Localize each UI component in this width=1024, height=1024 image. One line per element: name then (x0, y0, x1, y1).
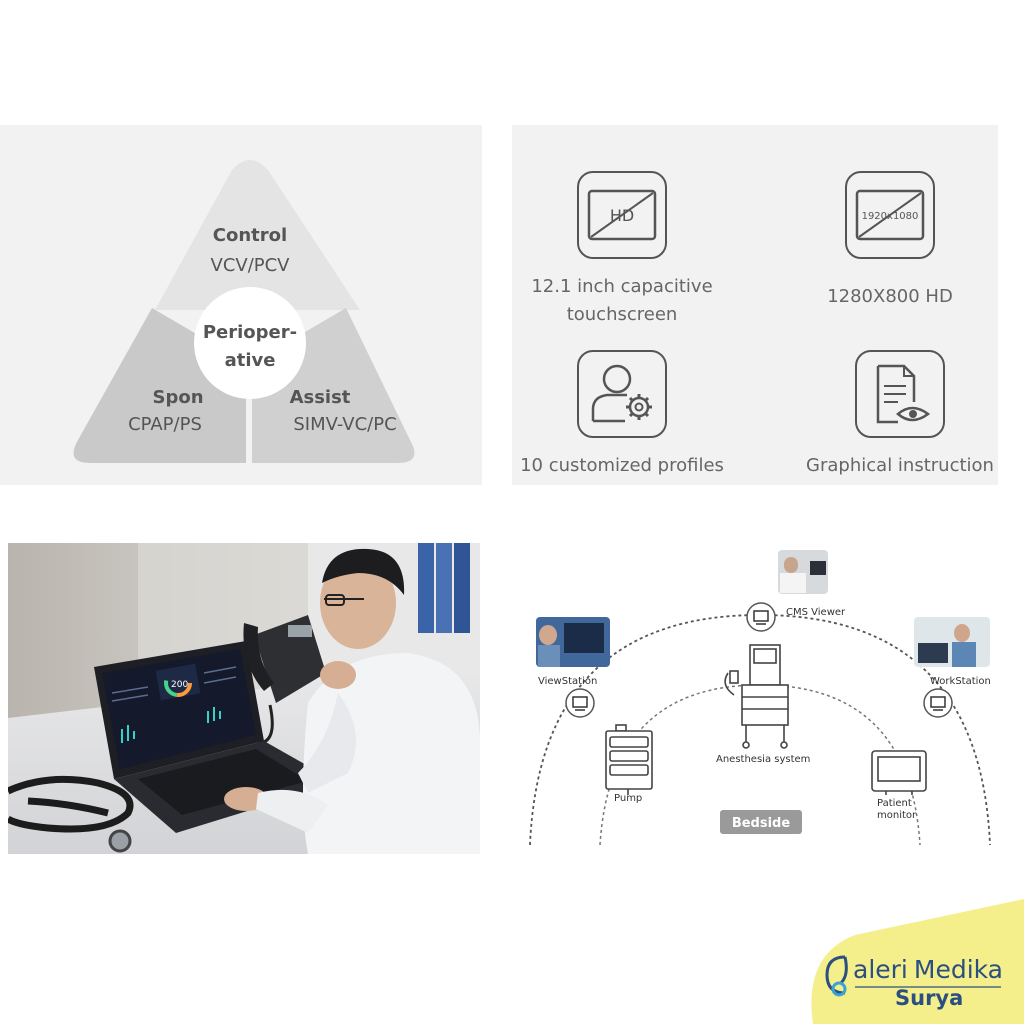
ventilation-modes-panel: Control VCV/PCV Perioper- ative Spon CPA… (0, 125, 482, 485)
document-view-icon (855, 350, 945, 438)
viewstation-node: ViewStation (536, 617, 610, 718)
control-title: Control (213, 225, 287, 246)
doctor (224, 548, 480, 854)
assist-title: Assist (290, 387, 351, 408)
control-modes: VCV/PCV (211, 255, 291, 276)
feature-profiles-label: 10 customized profiles (520, 455, 724, 476)
cms-viewer-label: CMS Viewer (786, 607, 846, 618)
stethoscope (8, 775, 134, 833)
bedside-badge (720, 810, 802, 834)
feature-touchscreen-label: 12.1 inch capacitive touchscreen (531, 276, 713, 325)
patient-monitor-label-1: Patient (877, 798, 912, 809)
assist-modes: SIMV-VC/PC (293, 414, 396, 435)
feature-resolution: 1920x1080 1280X800 HD (770, 171, 1010, 311)
network-diagram: CMS Viewer ViewStation WorkStation (520, 545, 1000, 855)
user-settings-icon (577, 350, 667, 438)
control-segment (155, 160, 360, 310)
feature-instruction-label: Graphical instruction (806, 455, 994, 476)
stethoscope-logo-icon (825, 955, 848, 997)
laptop: 200 (94, 641, 338, 833)
workstation-node: WorkStation (914, 617, 991, 718)
resolution-screen-icon: 1920x1080 (845, 171, 935, 259)
feature-instruction: Graphical instruction (780, 350, 1020, 480)
viewstation-label: ViewStation (538, 676, 597, 687)
features-panel: HD 12.1 inch capacitive touchscreen 1920… (512, 125, 998, 485)
patient-monitor-node (871, 750, 927, 795)
ventilation-modes-triangle: Control VCV/PCV Perioper- ative Spon CPA… (73, 160, 415, 463)
outer-network-arc (529, 614, 991, 846)
doctor-laptop-photo: 200 (8, 543, 480, 854)
anesthesia-system-node (724, 644, 789, 749)
spon-modes: CPAP/PS (128, 414, 202, 435)
feature-profiles: 10 customized profiles (502, 350, 742, 480)
hd-screen-icon: HD (577, 171, 667, 259)
svg-text:1920x1080: 1920x1080 (862, 211, 919, 222)
center-line-2: ative (225, 350, 276, 371)
laptop-dashboard: 200 (111, 663, 237, 743)
bedside-label: Bedside (732, 816, 791, 831)
center-line-1: Perioper- (203, 322, 297, 343)
cms-viewer-node: CMS Viewer (746, 550, 846, 632)
svg-text:HD: HD (610, 206, 634, 225)
workstation-label: WorkStation (930, 676, 991, 687)
feature-resolution-label: 1280X800 HD (827, 286, 953, 307)
feature-touchscreen: HD 12.1 inch capacitive touchscreen (502, 171, 742, 329)
binders (418, 543, 470, 633)
anesthesia-system-label: Anesthesia system (716, 754, 810, 765)
dashboard-value: 200 (171, 680, 188, 690)
pump-node (605, 724, 653, 795)
brand-subtitle: Surya (895, 986, 963, 1010)
spon-title: Spon (152, 387, 203, 408)
patient-monitor-label-2: monitor (877, 810, 917, 821)
pump-label: Pump (614, 793, 642, 804)
perioperative-circle (194, 287, 306, 399)
